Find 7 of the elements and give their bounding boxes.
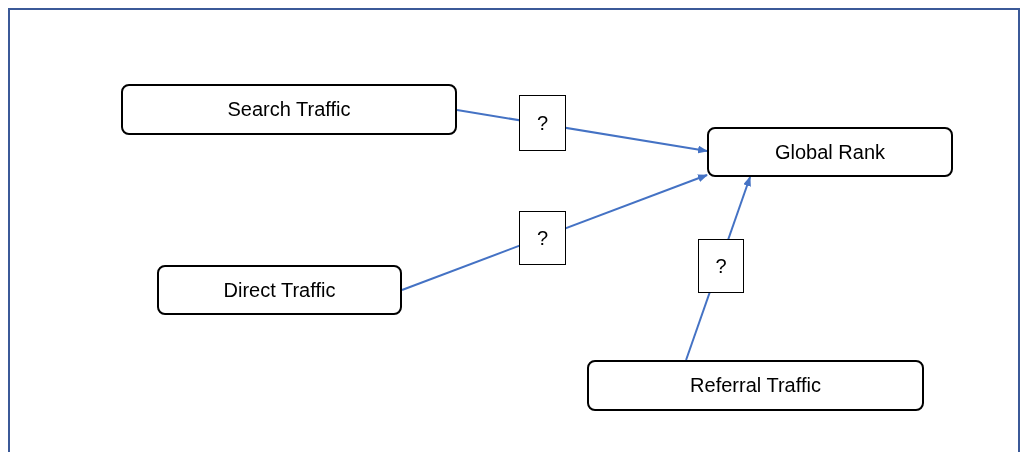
edge-label: ? xyxy=(519,211,566,265)
process-box: Direct Traffic xyxy=(157,265,402,315)
process-box: Search Traffic xyxy=(121,84,457,135)
edge-label: ? xyxy=(698,239,744,293)
process-box: Global Rank xyxy=(707,127,953,177)
edge-label: ? xyxy=(519,95,566,151)
process-box: Referral Traffic xyxy=(587,360,924,411)
